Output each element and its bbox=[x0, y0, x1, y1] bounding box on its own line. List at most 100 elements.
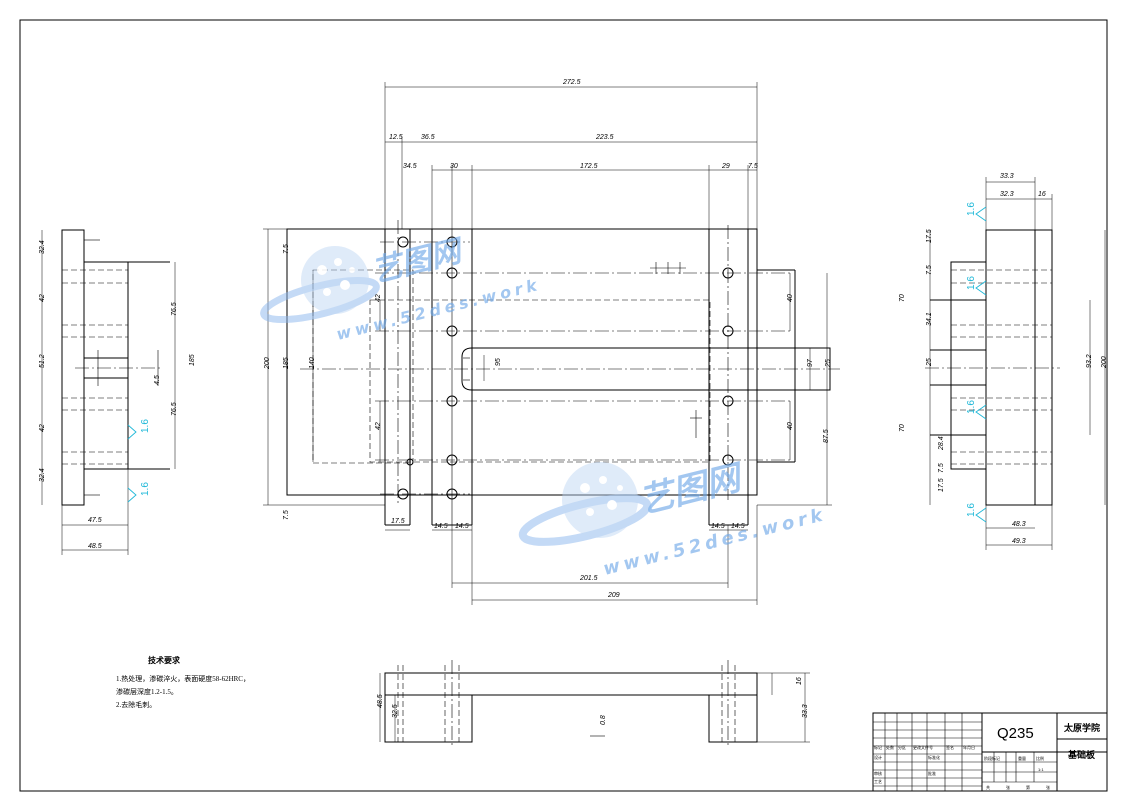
tb-header-mark: 标记 bbox=[874, 744, 882, 750]
dim-17-5-b: 17.5 bbox=[938, 478, 945, 492]
tb-row-design: 设计 bbox=[874, 754, 882, 760]
dim-17-5-a: 17.5 bbox=[926, 229, 933, 243]
watermark-brand-1: 艺图网 bbox=[368, 233, 468, 290]
dim-76-5-a: 76.5 bbox=[171, 302, 178, 316]
watermark-logo-globe-2 bbox=[518, 462, 652, 546]
dim-48-3: 48.3 bbox=[1012, 521, 1026, 528]
dim-48-5: 48.5 bbox=[88, 543, 102, 550]
dim-93-2: 93.2 bbox=[1086, 354, 1093, 368]
tb-header-date: 年月日 bbox=[963, 744, 975, 750]
tb-sheet-unit-a: 张 bbox=[1006, 784, 1010, 790]
dim-7-5-top: 7.5 bbox=[748, 163, 758, 170]
dim-49-3: 49.3 bbox=[1012, 538, 1026, 545]
dim-7-5-a: 7.5 bbox=[283, 244, 290, 254]
dim-25-r: 25 bbox=[926, 358, 933, 367]
dim-40-b: 40 bbox=[787, 422, 794, 430]
tb-stage: 阶段标记 bbox=[984, 755, 1000, 761]
dim-7-5: 7.5 bbox=[926, 265, 933, 275]
roughness-1-6-b: 1.6 bbox=[140, 482, 151, 496]
dim-4-5: 4.5 bbox=[154, 375, 161, 385]
dim-140: 140 bbox=[309, 357, 316, 369]
dim-7-5-b: 7.5 bbox=[283, 510, 290, 520]
dim-32-5: 32.5 bbox=[392, 704, 399, 718]
dim-47-5: 47.5 bbox=[88, 517, 102, 524]
dim-16: 16 bbox=[1038, 191, 1046, 198]
dim-185: 185 bbox=[283, 357, 290, 369]
dim-25: 25 bbox=[825, 359, 832, 368]
tb-weight: 重量 bbox=[1018, 755, 1026, 761]
bottom-view: 48.5 32.5 0.8 16 33.3 bbox=[377, 660, 810, 748]
tb-header-count: 处数 bbox=[886, 744, 894, 750]
front-view: 272.5 12.5 36.5 223.5 34.5 30 172.5 29 7… bbox=[263, 79, 840, 605]
tb-header-doc: 更改文件号 bbox=[913, 744, 933, 750]
dim-28-4: 28.4 bbox=[938, 436, 945, 451]
dim-209: 209 bbox=[607, 592, 620, 599]
dim-14-5-d: 14.5 bbox=[731, 523, 745, 530]
tb-scale-value: 1:1 bbox=[1038, 767, 1044, 772]
dim-272-5: 272.5 bbox=[562, 79, 581, 86]
dim-42-b: 42 bbox=[39, 424, 46, 432]
dim-70-a: 70 bbox=[899, 294, 906, 302]
dim-34-5: 34.5 bbox=[403, 163, 417, 170]
tb-school: 太原学院 bbox=[1063, 722, 1100, 734]
technical-notes: 技术要求 1.热处理，渗碳淬火，表面硬度58-62HRC， 渗碳层深度1.2-1… bbox=[116, 655, 250, 709]
dim-97: 97 bbox=[807, 358, 814, 367]
dim-95: 95 bbox=[495, 358, 502, 366]
tb-sheet-total: 共 bbox=[986, 784, 990, 790]
dim-87-5: 87.5 bbox=[823, 429, 830, 443]
roughness-r-d: 1.6 bbox=[966, 503, 977, 517]
dim-48-5-b: 48.5 bbox=[377, 694, 384, 708]
notes-line-1: 1.热处理，渗碳淬火，表面硬度58-62HRC， bbox=[116, 674, 250, 683]
dim-36-5: 36.5 bbox=[421, 134, 435, 141]
dim-17-5: 17.5 bbox=[391, 518, 405, 525]
tb-part-name: 基础板 bbox=[1067, 749, 1096, 761]
dim-34-1: 34.1 bbox=[926, 312, 933, 326]
tb-sheet-no: 第 bbox=[1026, 784, 1030, 790]
dim-33-3-b: 33.3 bbox=[802, 704, 809, 718]
dim-42-a: 42 bbox=[375, 294, 382, 302]
dim-14-5-a: 14.5 bbox=[434, 523, 448, 530]
tb-row-review: 审核 bbox=[874, 770, 882, 776]
dim-42-a: 42 bbox=[39, 294, 46, 302]
dim-16-b: 16 bbox=[796, 677, 803, 685]
dim-70-b: 70 bbox=[899, 424, 906, 432]
roughness-r-c: 1.6 bbox=[966, 400, 977, 414]
roughness-r-a: 1.6 bbox=[966, 202, 977, 216]
notes-line-3: 2.去除毛刺。 bbox=[116, 700, 156, 709]
sheet-border bbox=[19, 19, 1108, 792]
tb-sheet-unit-b: 张 bbox=[1046, 784, 1050, 790]
dim-14-5-c: 14.5 bbox=[711, 523, 725, 530]
dim-32-3: 32.3 bbox=[1000, 191, 1014, 198]
watermark-brand-2: 艺图网 bbox=[636, 457, 749, 522]
dim-172-5: 172.5 bbox=[580, 163, 598, 170]
tb-scale: 比例 bbox=[1036, 755, 1044, 761]
dim-201-5: 201.5 bbox=[579, 575, 598, 582]
tb-row-process: 工艺 bbox=[874, 779, 882, 784]
dim-40-a: 40 bbox=[787, 294, 794, 302]
dim-200-r: 200 bbox=[1101, 356, 1108, 369]
left-side-view: 32.4 42 51.2 42 32.4 76.5 76.5 185 4.5 4… bbox=[39, 229, 196, 555]
notes-heading: 技术要求 bbox=[148, 655, 181, 665]
dim-76-5-b: 76.5 bbox=[171, 402, 178, 416]
dim-14-5-b: 14.5 bbox=[455, 523, 469, 530]
watermark-logo-globe-1 bbox=[260, 246, 380, 324]
notes-line-2: 渗碳层深度1.2-1.5。 bbox=[116, 687, 178, 696]
watermark-1: 艺图网 www.52des.work bbox=[260, 233, 543, 344]
roughness-r-b: 1.6 bbox=[966, 276, 977, 290]
dim-42-b: 42 bbox=[375, 422, 382, 430]
tb-row-standard: 标准化 bbox=[928, 754, 940, 760]
watermark-2: 艺图网 www.52des.work bbox=[518, 457, 829, 580]
tb-header-zone: 分区 bbox=[898, 744, 906, 750]
title-block: 标记 处数 分区 更改文件号 签名 年月日 设计 审核 工艺 标准化 批准 阶段… bbox=[872, 712, 1108, 792]
tb-row-approve: 批准 bbox=[928, 770, 936, 776]
dim-12-5: 12.5 bbox=[389, 134, 403, 141]
roughness-1-6-a: 1.6 bbox=[140, 419, 151, 433]
dim-32-4-b: 32.4 bbox=[39, 468, 46, 482]
dim-185: 185 bbox=[189, 354, 196, 366]
dim-32-4-a: 32.4 bbox=[39, 240, 46, 254]
dim-33-3: 33.3 bbox=[1000, 173, 1014, 180]
dim-223-5: 223.5 bbox=[595, 134, 614, 141]
dim-30: 30 bbox=[450, 163, 458, 170]
dim-29: 29 bbox=[721, 163, 730, 170]
